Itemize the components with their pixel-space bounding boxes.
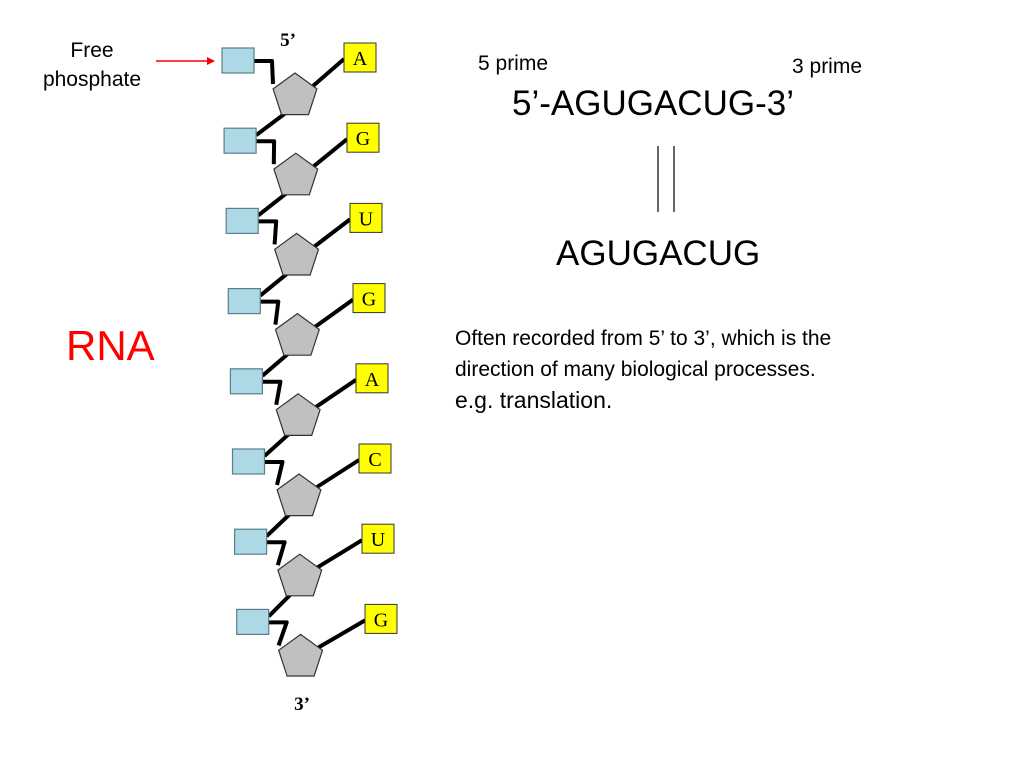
base-letter: U	[359, 208, 374, 230]
glycosidic-bond	[317, 618, 367, 650]
sequence-short: AGUGACUG	[556, 234, 761, 273]
free-phosphate-line2: phosphate	[42, 68, 142, 91]
base-box	[352, 283, 386, 314]
base-letter: G	[356, 128, 370, 150]
backbone-bond	[267, 591, 294, 618]
rna-title: RNA	[66, 322, 155, 369]
phosphodiester-bond	[268, 620, 289, 647]
backbone-bond	[265, 511, 293, 538]
base-letter: G	[374, 609, 388, 631]
note-line2: direction of many biological processes.	[455, 358, 816, 381]
glycosidic-bond	[316, 538, 364, 569]
phosphate-group	[234, 528, 268, 555]
base-box	[349, 202, 383, 233]
ribose-sugar	[273, 232, 320, 276]
phosphodiester-bond	[258, 219, 279, 245]
glycosidic-bond	[313, 217, 352, 248]
base-box	[346, 122, 380, 153]
base-box	[358, 443, 392, 474]
direction-note: Often recorded from 5’ to 3’, which is t…	[455, 323, 925, 416]
base-box	[361, 523, 395, 554]
backbone-bond	[259, 270, 290, 298]
five-prime-end-label: 5’	[280, 30, 296, 51]
phosphodiester-bond	[256, 139, 277, 165]
backbone-bond	[261, 351, 291, 378]
glycosidic-bond	[311, 57, 346, 88]
glycosidic-bond	[315, 378, 358, 409]
base-box	[343, 42, 377, 73]
phosphodiester-bond	[260, 299, 281, 325]
phosphodiester-bond	[266, 540, 287, 566]
backbone-bond	[263, 431, 292, 458]
phosphate-group	[227, 288, 261, 315]
backbone-bond	[254, 110, 289, 137]
sequence-with-ends: 5’-AGUGACUG-3’	[512, 84, 794, 123]
phosphodiester-bond	[264, 460, 285, 486]
phosphate-group	[231, 448, 266, 475]
note-line1: Often recorded from 5’ to 3’, which is t…	[455, 327, 832, 350]
glycosidic-bond	[315, 458, 361, 489]
phosphate-group	[225, 207, 259, 234]
glycosidic-bond	[312, 137, 349, 168]
free-phosphate-line1: Free	[70, 39, 114, 62]
ribose-sugar	[276, 473, 322, 517]
base-letter: U	[371, 529, 386, 551]
free-phosphate-label: Free phosphate	[30, 36, 154, 94]
equals-bars	[657, 146, 675, 212]
base-box	[355, 363, 389, 394]
glycosidic-bond	[314, 297, 355, 329]
three-prime-label: 3 prime	[792, 55, 863, 78]
five-prime-label: 5 prime	[478, 52, 549, 75]
phosphate-group	[221, 47, 255, 74]
phosphate-group	[236, 608, 270, 636]
phosphate-group	[223, 127, 257, 154]
ribose-sugar	[275, 393, 321, 436]
phosphodiester-bond	[262, 379, 283, 406]
ribose-sugar	[277, 633, 324, 677]
ribose-sugar	[274, 312, 321, 356]
ribose-sugar	[272, 72, 318, 116]
base-box	[364, 603, 398, 634]
base-letter: G	[362, 289, 376, 311]
phosphodiester-bond	[254, 59, 275, 85]
three-prime-end-label: 3’	[294, 694, 310, 715]
ribose-sugar	[273, 152, 319, 196]
phosphate-group	[229, 368, 263, 395]
ribose-sugar	[277, 553, 323, 597]
base-letter: C	[368, 449, 381, 471]
nucleotide-chain: A G U G A C U G	[221, 42, 398, 677]
base-letter: A	[365, 369, 380, 391]
base-letter: A	[353, 48, 368, 70]
backbone-bond	[256, 190, 290, 217]
note-example: e.g. translation.	[455, 387, 613, 413]
